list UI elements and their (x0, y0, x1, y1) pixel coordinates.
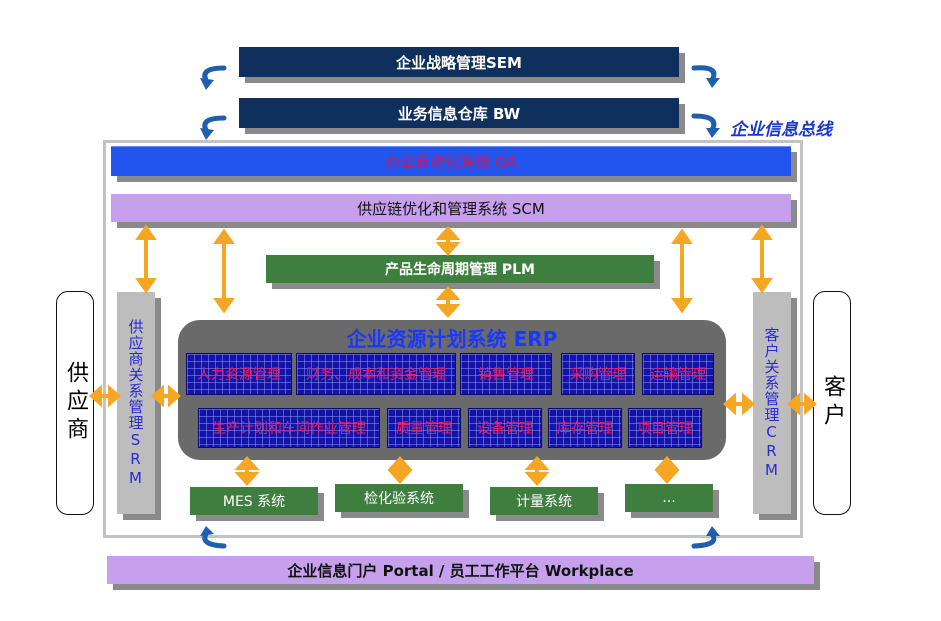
supplier-label: 供应商 (63, 361, 88, 445)
metering-label: 计量系统 (516, 494, 572, 510)
main-frame (103, 140, 803, 538)
bus-arrow-bw-left (202, 115, 227, 133)
module-equipment-label: 设备管理 (477, 421, 533, 437)
supplier-box: 供应商 (56, 291, 94, 515)
module-production-label: 生产计划和车间作业管理 (212, 421, 366, 437)
srm-label: 供应商关系管理SRM (126, 318, 145, 488)
module-quality: 质量管理 (387, 408, 461, 448)
erp-title: 企业资源计划系统 ERP (346, 327, 558, 351)
bus-arrowhead-5 (200, 526, 214, 536)
lab-box: 检化验系统 (335, 484, 463, 512)
crm-column: 客户关系管理CRM (753, 292, 791, 514)
oa-label: 办公自动化系统 OA (385, 153, 517, 171)
plm-bar: 产品生命周期管理 PLM (266, 255, 654, 283)
plm-label: 产品生命周期管理 PLM (385, 262, 535, 278)
module-inventory: 库存管理 (548, 408, 622, 448)
sem-bar: 企业战略管理SEM (239, 47, 679, 77)
bus-arrow-portal-left (202, 531, 227, 549)
mes-box: MES 系统 (190, 487, 318, 515)
module-sales: 销售管理 (460, 353, 552, 395)
customer-label: 客户 (820, 375, 845, 431)
portal-label: 企业信息门户 Portal / 员工工作平台 Workplace (287, 561, 634, 580)
bw-label: 业务信息仓库 BW (397, 104, 521, 123)
more-box: ... (625, 484, 713, 512)
bus-arrowhead-6 (706, 526, 720, 536)
mes-label: MES 系统 (222, 494, 286, 510)
module-inventory-label: 库存管理 (557, 421, 613, 437)
sem-label: 企业战略管理SEM (396, 53, 522, 72)
module-transport: 运输管理 (642, 353, 714, 395)
module-production: 生产计划和车间作业管理 (198, 408, 380, 448)
scm-bar: 供应链优化和管理系统 SCM (111, 194, 791, 222)
module-hr-label: 人力资源管理 (197, 367, 281, 383)
scm-label: 供应链优化和管理系统 SCM (357, 199, 545, 218)
module-equipment: 设备管理 (468, 408, 542, 448)
srm-column: 供应商关系管理SRM (117, 292, 155, 514)
metering-box: 计量系统 (490, 487, 598, 515)
bus-arrowhead-4 (706, 128, 720, 138)
bus-arrowhead-3 (200, 128, 214, 140)
module-purchase-label: 采购管理 (570, 367, 626, 383)
portal-bar: 企业信息门户 Portal / 员工工作平台 Workplace (107, 556, 814, 584)
bus-arrowhead-2 (706, 78, 720, 88)
module-purchase: 采购管理 (561, 353, 635, 395)
bus-arrow-bw-right (691, 113, 717, 133)
crm-label: 客户关系管理CRM (762, 326, 781, 480)
bus-arrowhead-1 (200, 78, 214, 90)
bus-arrow-sem-right (691, 65, 717, 83)
module-finance: 财务、成本和资金管理 (296, 353, 456, 395)
lab-label: 检化验系统 (364, 491, 434, 507)
enterprise-bus-label: 企业信息总线 (730, 120, 832, 140)
more-label: ... (662, 490, 676, 506)
module-hr: 人力资源管理 (186, 353, 292, 395)
module-transport-label: 运输管理 (650, 367, 706, 383)
module-project: 项目管理 (628, 408, 702, 448)
bw-bar: 业务信息仓库 BW (239, 98, 679, 128)
module-project-label: 项目管理 (637, 421, 693, 437)
module-quality-label: 质量管理 (396, 421, 452, 437)
module-sales-label: 销售管理 (478, 367, 534, 383)
bus-arrow-sem-left (202, 65, 227, 83)
oa-bar: 办公自动化系统 OA (111, 146, 791, 176)
module-finance-label: 财务、成本和资金管理 (306, 367, 446, 383)
customer-box: 客户 (813, 291, 851, 515)
